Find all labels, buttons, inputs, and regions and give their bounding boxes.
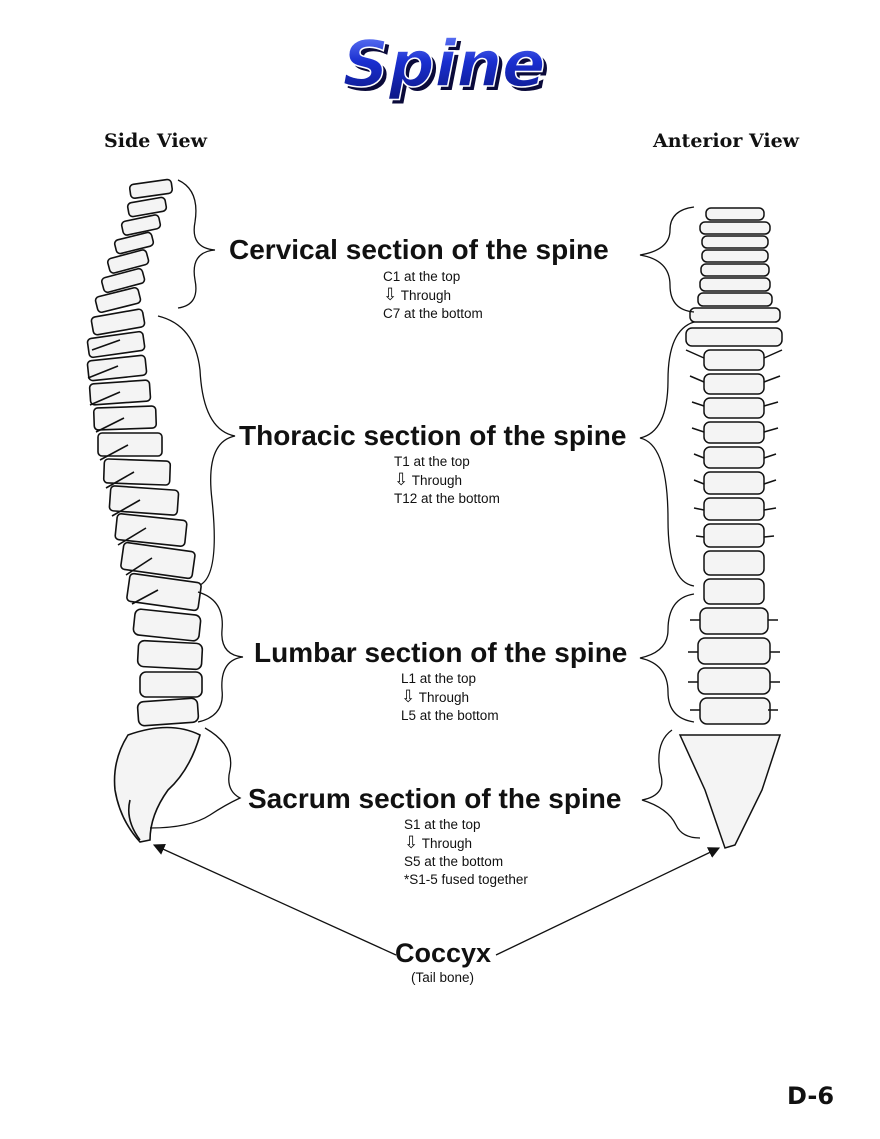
anterior-view-label: Anterior View <box>653 130 800 152</box>
cervical-title: Cervical section of the spine <box>229 234 609 265</box>
sacrum-through: Through <box>421 836 473 851</box>
page-title: Spine Spine <box>342 28 550 106</box>
down-arrow-icon: ⇩ <box>383 285 398 304</box>
cervical-top: C1 at the top <box>383 269 461 284</box>
cervical-through-row: ⇩ Through <box>383 286 483 305</box>
side-view-braces <box>149 179 244 829</box>
cervical-bottom: C7 at the bottom <box>383 306 483 321</box>
lumbar-title: Lumbar section of the spine <box>254 637 628 668</box>
down-arrow-icon: ⇩ <box>401 687 416 706</box>
page-title-shadow: Spine <box>347 32 550 106</box>
anterior-view-braces <box>639 206 701 839</box>
thoracic-through: Through <box>411 473 463 488</box>
sacrum-note: *S1-5 fused together <box>404 872 528 887</box>
page-title-text: Spine <box>343 28 546 102</box>
thoracic-details: T1 at the top ⇩ Through T12 at the botto… <box>394 453 500 508</box>
sacrum-title: Sacrum section of the spine <box>248 783 622 814</box>
thoracic-through-row: ⇩ Through <box>394 471 500 490</box>
sacrum-top: S1 at the top <box>404 817 481 832</box>
coccyx-title: Coccyx <box>395 938 492 968</box>
down-arrow-icon: ⇩ <box>404 833 419 852</box>
side-view-label: Side View <box>104 130 207 152</box>
coccyx-arrow-left <box>152 844 397 956</box>
side-view-spine <box>86 178 204 843</box>
sacrum-bottom: S5 at the bottom <box>404 854 504 869</box>
thoracic-title: Thoracic section of the spine <box>239 420 627 451</box>
sacrum-through-row: ⇩ Through <box>404 834 528 853</box>
sacrum-details: S1 at the top ⇩ Through S5 at the bottom… <box>404 816 528 889</box>
lumbar-top: L1 at the top <box>401 671 477 686</box>
lumbar-bottom: L5 at the bottom <box>401 708 499 723</box>
lumbar-details: L1 at the top ⇩ Through L5 at the bottom <box>401 670 499 725</box>
cervical-through: Through <box>400 288 452 303</box>
lumbar-through-row: ⇩ Through <box>401 688 499 707</box>
coccyx-subtitle: (Tail bone) <box>411 970 475 985</box>
lumbar-through: Through <box>418 690 470 705</box>
cervical-details: C1 at the top ⇩ Through C7 at the bottom <box>383 268 483 323</box>
anterior-view-spine <box>678 207 783 849</box>
coccyx-arrow-right <box>495 847 721 956</box>
down-arrow-icon: ⇩ <box>394 470 409 489</box>
thoracic-top: T1 at the top <box>394 454 470 469</box>
page-number: D-6 <box>787 1082 835 1110</box>
thoracic-bottom: T12 at the bottom <box>394 491 500 506</box>
